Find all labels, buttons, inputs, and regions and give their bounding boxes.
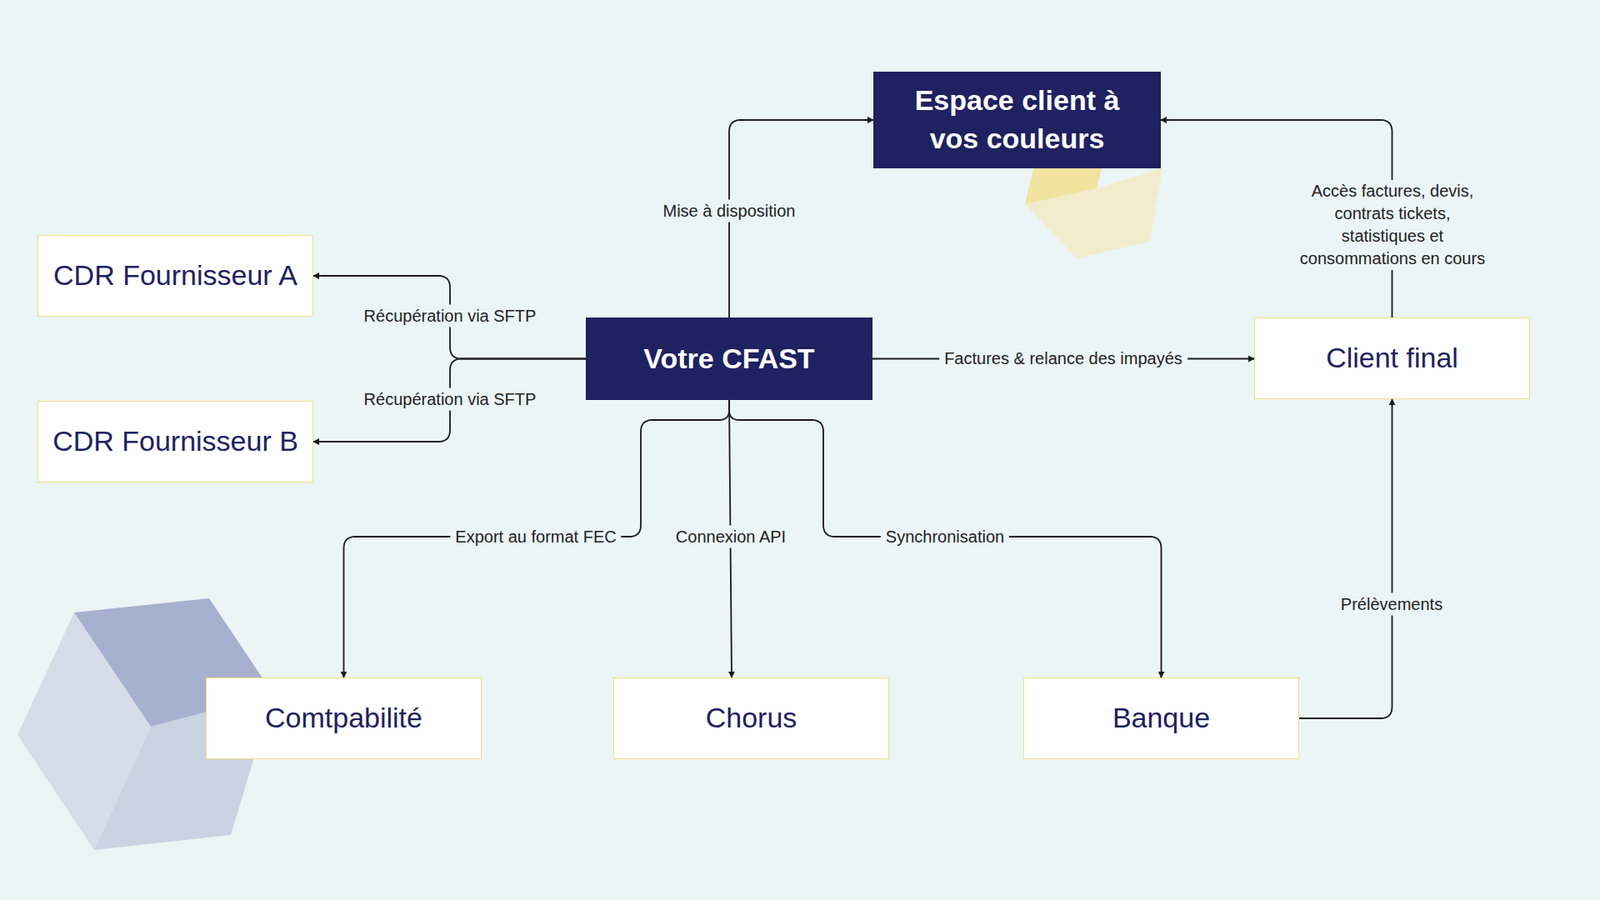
edge-label: Prélèvements — [1335, 593, 1448, 616]
process-box: Comtpabilité — [205, 677, 482, 760]
process-box: Client final — [1254, 317, 1530, 400]
cube-illustration — [1025, 168, 1163, 259]
edge-label: Accès factures, devis, contrats tickets,… — [1289, 180, 1497, 270]
node-label: Votre CFAST — [643, 340, 815, 379]
connector-arrow — [729, 400, 1162, 678]
process-box: CDR Fournisseur B — [37, 400, 314, 483]
edge-label: Récupération via SFTP — [359, 305, 542, 328]
node-label: Banque — [1112, 699, 1210, 738]
process-box: CDR Fournisseur A — [37, 235, 314, 317]
edge-label: Export au format FEC — [450, 525, 621, 549]
cube-face — [1025, 168, 1102, 205]
edge-label: Factures & relance des impayés — [939, 347, 1188, 370]
connector-arrow — [1299, 399, 1393, 719]
process-box: Chorus — [613, 677, 890, 760]
node-label: Espace client à vos couleurs — [905, 81, 1130, 159]
process-box: Votre CFAST — [585, 317, 873, 400]
edge-label: Récupération via SFTP — [359, 388, 542, 411]
node-label: Client final — [1325, 339, 1459, 378]
connector-arrow — [313, 275, 586, 360]
process-box: Banque — [1023, 677, 1300, 760]
process-box: Espace client à vos couleurs — [873, 71, 1161, 169]
edge-label: Connexion API — [670, 525, 791, 549]
node-label: CDR Fournisseur B — [52, 422, 299, 461]
edge-label: Synchronisation — [880, 525, 1010, 549]
connector-arrow — [313, 359, 586, 443]
cube-face — [1025, 168, 1163, 259]
node-label: Chorus — [705, 699, 798, 738]
edge-label: Mise à disposition — [658, 200, 801, 223]
node-label: CDR Fournisseur A — [53, 256, 298, 295]
node-label: Comtpabilité — [265, 699, 423, 738]
